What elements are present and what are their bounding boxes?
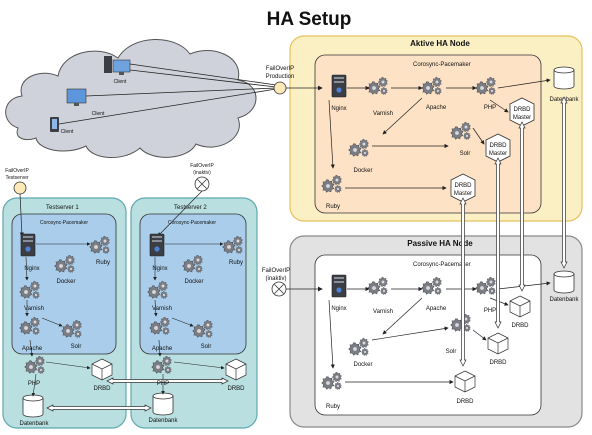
svg-text:DRBD: DRBD <box>227 386 245 392</box>
pacemaker-label: Corosync-Pacemaker <box>40 220 88 226</box>
client-tablet-icon <box>50 117 59 132</box>
failover-inaktiv-testserver: FailOverIP (inaktiv) <box>190 163 214 192</box>
testserver-2: Testserver 2 Corosync-Pacemaker <box>130 197 258 429</box>
database-icon <box>553 66 575 90</box>
svg-text:Varnish: Varnish <box>373 111 393 117</box>
client-label: Client <box>61 129 74 135</box>
testserver-1-components: Nginx Ruby Docker Varnish Solr Apache PH… <box>19 233 113 427</box>
svg-text:Datenbank: Datenbank <box>19 421 49 427</box>
testserver-1: Testserver 1 Corosync-Pacemaker <box>2 197 127 429</box>
svg-text:Docker: Docker <box>184 279 203 285</box>
pacemaker-label: Corosync-Pacemaker <box>413 262 471 268</box>
client-label: Client <box>114 79 127 85</box>
svg-text:Nginx: Nginx <box>331 106 346 112</box>
drbd-cube-icon <box>225 358 247 381</box>
database-icon <box>152 392 174 416</box>
svg-text:DRBD: DRBD <box>456 399 474 405</box>
svg-text:Varnish: Varnish <box>152 306 172 312</box>
passive-node-components: Nginx Varnish Apache PHP Docker Solr Rub… <box>322 270 580 410</box>
svg-text:Varnish: Varnish <box>24 306 44 312</box>
svg-text:Solr: Solr <box>71 344 82 350</box>
svg-text:DRBD: DRBD <box>513 107 531 113</box>
svg-text:Apache: Apache <box>152 346 173 352</box>
svg-text:Ruby: Ruby <box>96 260 110 266</box>
svg-text:PHP: PHP <box>28 381 40 387</box>
svg-text:Docker: Docker <box>353 362 372 368</box>
replication-arrows <box>46 96 568 412</box>
active-ha-node: Aktive HA Node Corosync-Pacemaker <box>289 35 583 222</box>
database-icon <box>553 270 575 294</box>
svg-text:Nginx: Nginx <box>24 266 39 272</box>
failover-testserver: FailOverIP Testserver <box>5 168 29 195</box>
svg-text:Ruby: Ruby <box>326 204 340 210</box>
svg-text:Datenbank: Datenbank <box>148 418 178 424</box>
svg-text:DRBD: DRBD <box>511 323 529 329</box>
svg-text:Apache: Apache <box>426 105 447 111</box>
svg-text:Docker: Docker <box>353 168 372 174</box>
svg-text:(inaktiv): (inaktiv) <box>265 276 286 282</box>
client-connections <box>58 63 277 125</box>
pacemaker-label: Corosync-Pacemaker <box>168 220 216 226</box>
drbd-cube-icon <box>487 332 509 355</box>
client-desktop-icon <box>104 56 131 75</box>
svg-text:DRBD: DRBD <box>454 183 472 189</box>
active-node-title: Aktive HA Node <box>410 39 470 48</box>
client-cloud: Client Client Client <box>5 39 257 159</box>
failover-production: FailOverIP Production <box>266 66 295 95</box>
testserver-1-title: Testserver 1 <box>46 205 79 211</box>
svg-text:Master: Master <box>454 191 472 197</box>
nginx-server-icon <box>20 233 36 257</box>
svg-text:Varnish: Varnish <box>373 309 393 315</box>
drbd-cube-icon <box>454 370 476 393</box>
svg-text:Solr: Solr <box>446 349 457 355</box>
svg-text:FailOverIP: FailOverIP <box>5 168 29 174</box>
svg-text:(inaktiv): (inaktiv) <box>193 170 211 176</box>
svg-text:PHP: PHP <box>484 105 496 111</box>
svg-text:Apache: Apache <box>22 346 43 352</box>
drbd-cube-icon <box>91 358 113 381</box>
nginx-server-icon <box>331 74 347 98</box>
failover-inaktiv-passive: FailOverIP (inaktiv) <box>262 268 290 297</box>
svg-text:Master: Master <box>513 115 531 121</box>
svg-text:Nginx: Nginx <box>152 266 167 272</box>
svg-text:Production: Production <box>266 74 295 80</box>
active-node-components: Nginx Varnish Apache PHP Docker Solr Rub… <box>322 66 580 210</box>
drbd-cube-icon <box>509 295 531 318</box>
svg-text:FailOverIP: FailOverIP <box>190 163 214 169</box>
failover-arrow <box>19 193 24 237</box>
svg-text:Solr: Solr <box>460 151 471 157</box>
passive-ha-node: Passive HA Node Corosync-Pacemaker <box>289 235 583 428</box>
failover-arrow <box>157 190 203 237</box>
svg-text:Solr: Solr <box>201 344 212 350</box>
svg-text:PHP: PHP <box>484 308 496 314</box>
nginx-server-icon <box>149 233 165 257</box>
svg-text:DRBD: DRBD <box>489 143 507 149</box>
database-icon <box>22 394 44 418</box>
testserver-2-title: Testserver 2 <box>174 205 207 211</box>
svg-text:Ruby: Ruby <box>229 260 243 266</box>
svg-text:FailOverIP: FailOverIP <box>266 66 294 72</box>
passive-node-title: Passive HA Node <box>407 239 473 248</box>
nginx-server-icon <box>331 274 347 298</box>
testserver-2-components: Nginx Ruby Docker Varnish Solr Apache PH… <box>148 233 247 424</box>
client-label: Client <box>92 111 105 117</box>
svg-text:FailOverIP: FailOverIP <box>262 268 290 274</box>
svg-text:Master: Master <box>489 151 507 157</box>
svg-text:Docker: Docker <box>56 279 75 285</box>
svg-text:Testserver: Testserver <box>5 175 28 181</box>
svg-text:DRBD: DRBD <box>93 386 111 392</box>
page-title: HA Setup <box>267 9 352 30</box>
pacemaker-label: Corosync-Pacemaker <box>413 62 471 68</box>
svg-text:Apache: Apache <box>426 306 447 312</box>
svg-text:Nginx: Nginx <box>331 306 346 312</box>
svg-text:Ruby: Ruby <box>326 404 340 410</box>
svg-text:DRBD: DRBD <box>489 360 507 366</box>
svg-text:Datenbank: Datenbank <box>549 297 579 303</box>
